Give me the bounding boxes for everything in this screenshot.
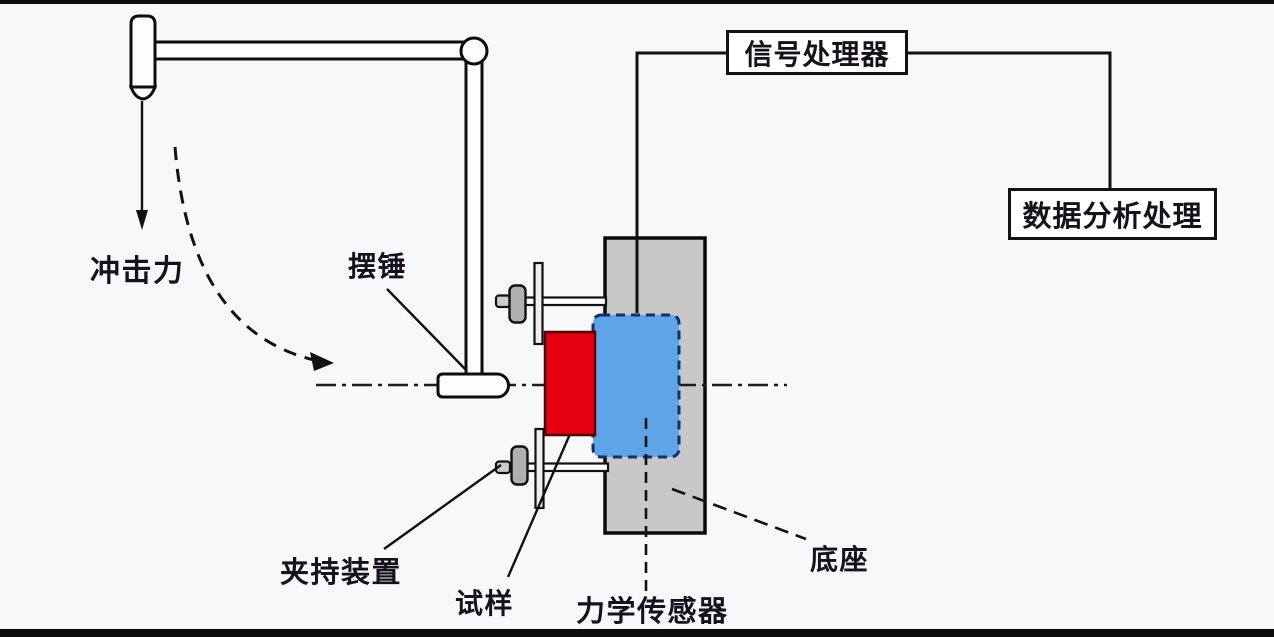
leader-base [671,487,807,541]
label-base: 底座 [810,544,870,575]
label-clamp-device: 夹持装置 [280,557,403,589]
label-pendulum: 摆锤 [348,251,408,282]
leader-clamp-device [383,464,502,550]
wire-signal-processor-to-data-analysis [908,51,1112,188]
label-force-sensor: 力学传感器 [576,596,729,628]
leader-specimen [506,433,572,578]
specimen-block [543,330,597,437]
wire-sensor-to-signal-processor [635,51,726,313]
top-letterbox-bar [0,0,1274,4]
leader-pendulum [386,288,468,372]
lower-clamp-plate [534,427,545,510]
upper-clamp-disc [508,284,527,324]
pendulum-top-beam [148,40,470,61]
upper-clamp-bolt-head [494,294,512,309]
pendulum-pivot [459,36,489,66]
hammer-head [436,372,510,399]
pendulum-arm [464,57,484,377]
swing-path-arc [173,146,315,362]
upper-clamp-plate [533,261,544,346]
force-sensor-block [591,313,681,459]
signal-processor-box: 信号处理器 [726,30,908,75]
bottom-letterbox-bar [0,629,1274,637]
swing-path-arrowhead [310,352,334,371]
impact-force-arrowhead [136,210,148,230]
raised-hammer-body [129,14,157,89]
label-impact-force: 冲击力 [90,255,185,288]
lower-clamp-disc [510,445,529,486]
label-specimen: 试样 [455,588,515,619]
data-analysis-box: 数据分析处理 [1008,188,1217,240]
raised-hammer-tip [128,85,158,101]
